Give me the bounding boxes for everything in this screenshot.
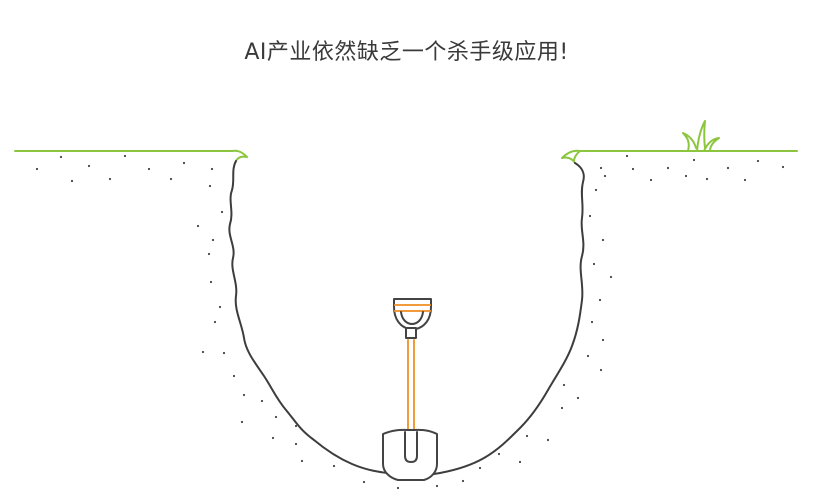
shovel-icon <box>382 298 438 481</box>
right-ground-line <box>561 149 798 164</box>
grass-tuft-icon <box>682 120 720 152</box>
soil-dots <box>35 154 785 490</box>
headline: AI产业依然缺乏一个杀手级应用! <box>244 40 569 65</box>
left-ground-line <box>14 149 248 162</box>
